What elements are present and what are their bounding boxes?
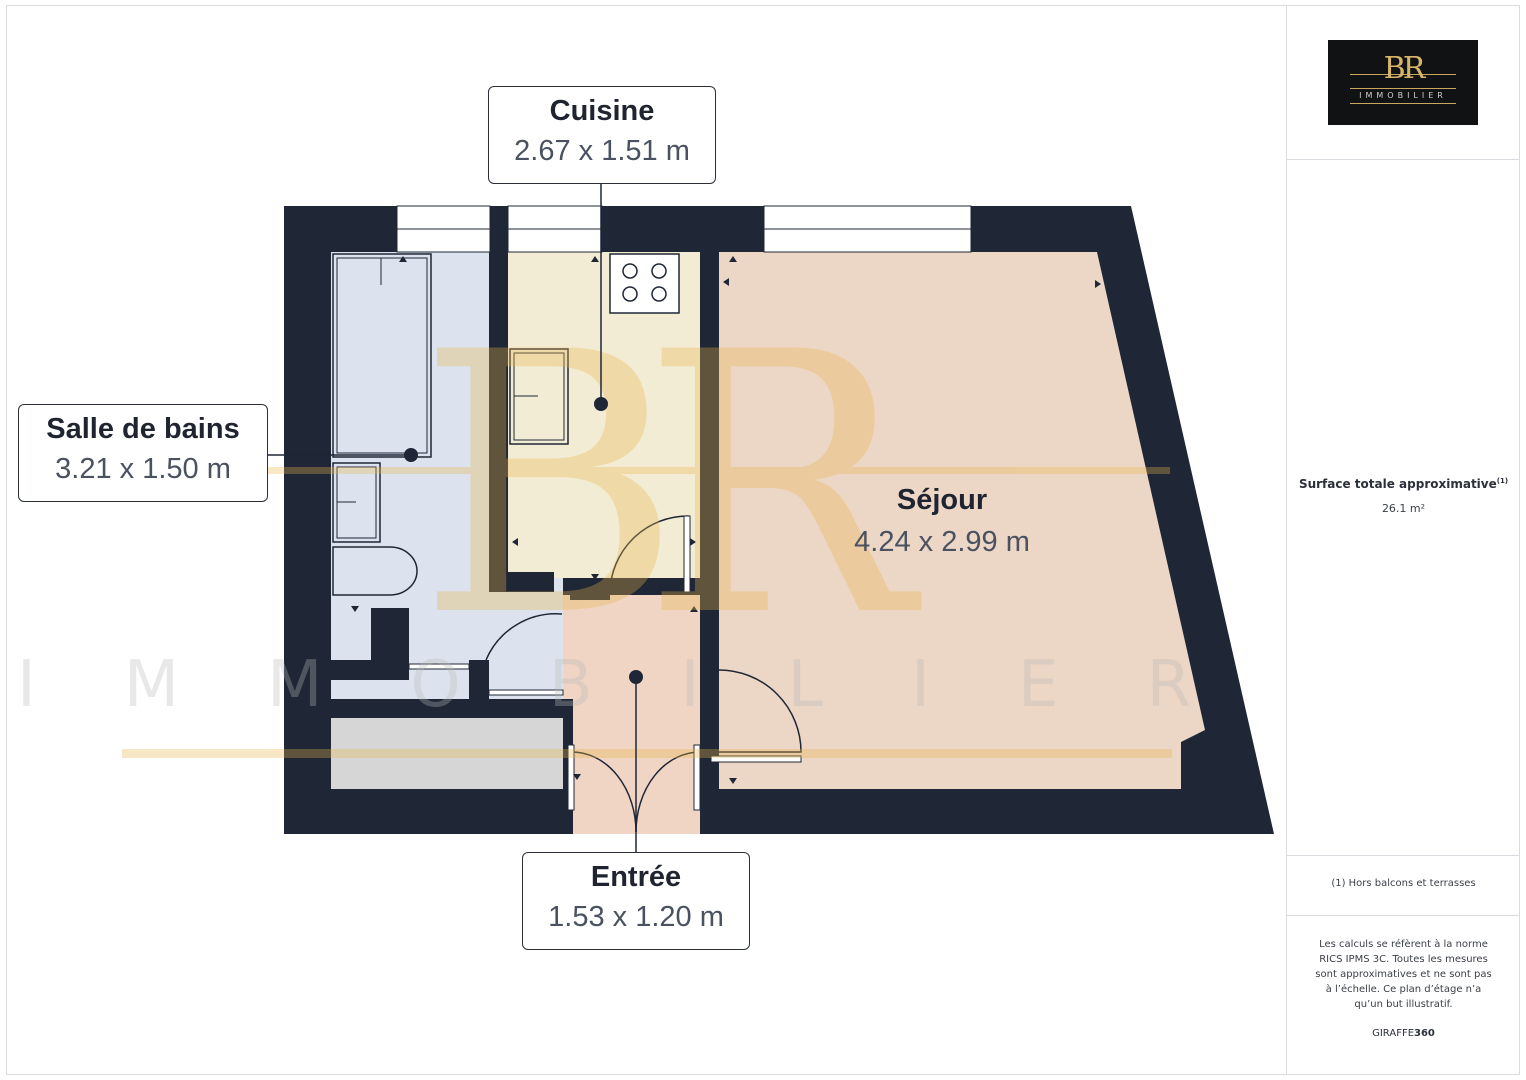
living-floor <box>719 252 1205 789</box>
surface-title: Surface totale approximative(1) <box>1298 477 1509 491</box>
floor-plan: BR IMMOBILIER <box>17 183 1279 853</box>
sejour-label: Séjour 4.24 x 2.99 m <box>822 484 1062 558</box>
entree-dimensions: 1.53 x 1.20 m <box>548 901 724 933</box>
kitchen-bottom-wall <box>489 572 554 592</box>
watermark: BR IMMOBILIER <box>17 276 1279 758</box>
entree-marker <box>629 670 643 684</box>
cuisine-name: Cuisine <box>549 95 655 127</box>
watermark-monogram: BR <box>417 276 923 695</box>
cuisine-label: Cuisine 2.67 x 1.51 m <box>488 86 716 184</box>
cooktop <box>609 253 680 314</box>
cuisine-dimensions: 2.67 x 1.51 m <box>514 135 690 167</box>
kitchen-sink <box>509 348 569 445</box>
sidebar-separator <box>1287 159 1520 160</box>
salle-de-bains-dimensions: 3.21 x 1.50 m <box>55 453 231 485</box>
salle-de-bains-name: Salle de bains <box>46 413 240 445</box>
entry-door-left <box>571 751 637 833</box>
entry-floor <box>563 595 700 834</box>
sejour-dimensions: 4.24 x 2.99 m <box>854 526 1030 558</box>
disclaimer: Les calculs se réfèrent à la norme RICS … <box>1315 939 1492 1010</box>
bathtub <box>332 253 432 458</box>
surface-value: 26.1 m² <box>1381 502 1426 515</box>
bath-kitchen-wall <box>489 252 508 592</box>
page-frame <box>6 5 1520 1075</box>
living-door <box>718 669 802 753</box>
logo-monogram: BR <box>1383 51 1426 86</box>
surface-footnote-ref: (1) <box>1496 477 1509 485</box>
salle-de-bains-label: Salle de bains 3.21 x 1.50 m <box>18 404 268 502</box>
bath-ledge <box>331 660 409 680</box>
bath-post <box>469 660 489 700</box>
sidebar-separator <box>1287 915 1520 916</box>
sidebar-separator <box>1287 855 1520 856</box>
watermark-word: IMMOBILIER <box>17 648 1279 722</box>
entry-door-right <box>635 751 701 833</box>
sejour-name: Séjour <box>896 484 988 516</box>
storage-floor <box>331 718 563 789</box>
kitchen-door <box>609 515 689 593</box>
kitchen-living-wall <box>700 252 719 670</box>
giraffe360-credit: GIRAFFE360 <box>1372 1028 1435 1039</box>
kitchen-door-post <box>570 582 610 600</box>
bathroom-door <box>485 613 563 661</box>
cuisine-marker <box>594 397 608 411</box>
entree-name: Entrée <box>590 861 682 893</box>
footnote: (1) Hors balcons et terrasses <box>1331 878 1476 889</box>
company-logo: BR IMMOBILIER <box>1328 40 1478 125</box>
sidebar-divider <box>1286 5 1287 1075</box>
entree-label: Entrée 1.53 x 1.20 m <box>522 852 750 950</box>
bathroom-marker <box>404 448 418 462</box>
toilet <box>332 546 418 596</box>
logo-wordmark: IMMOBILIER <box>1359 91 1447 100</box>
washbasin <box>332 462 381 543</box>
bath-bottom-wall <box>331 699 570 718</box>
